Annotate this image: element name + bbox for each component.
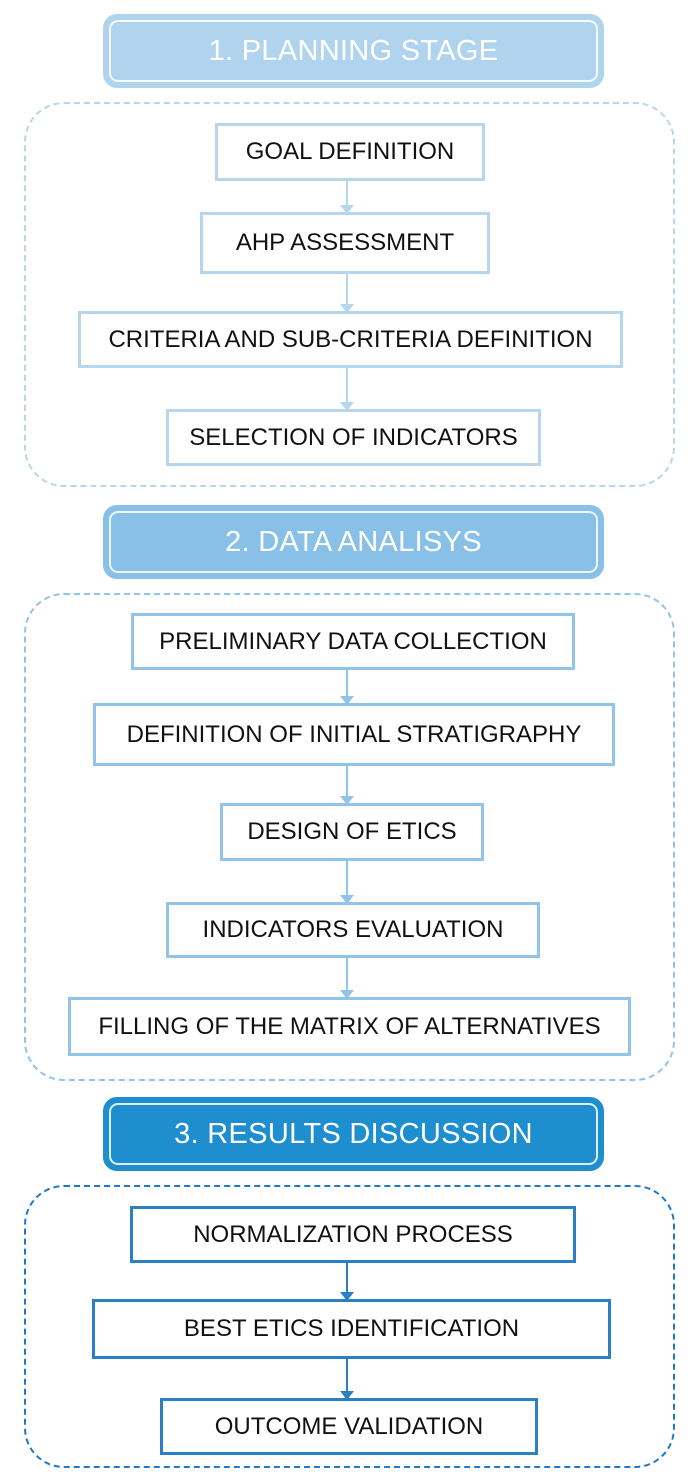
flow-arrow xyxy=(340,1359,354,1400)
step-preliminary-data-collection: PRELIMINARY DATA COLLECTION xyxy=(131,613,575,670)
step-ahp-assessment: AHP ASSESSMENT xyxy=(200,212,490,274)
stage-2-title: 2. DATA ANALISYS xyxy=(225,525,482,558)
flow-arrow xyxy=(340,958,354,999)
step-design-of-etics: DESIGN OF ETICS xyxy=(220,803,484,861)
stage-1-group xyxy=(24,102,675,487)
step-criteria-definition: CRITERIA AND SUB-CRITERIA DEFINITION xyxy=(78,311,623,368)
step-outcome-validation: OUTCOME VALIDATION xyxy=(160,1398,538,1455)
step-goal-definition: GOAL DEFINITION xyxy=(215,123,485,181)
flow-arrow xyxy=(340,861,354,904)
flow-arrow xyxy=(340,1263,354,1301)
stage-2-group xyxy=(24,593,675,1081)
stage-2-header: 2. DATA ANALISYS xyxy=(103,505,604,579)
stage-3-title: 3. RESULTS DISCUSSION xyxy=(174,1117,533,1150)
flow-arrow xyxy=(340,368,354,411)
step-initial-stratigraphy: DEFINITION OF INITIAL STRATIGRAPHY xyxy=(93,703,615,766)
step-normalization-process: NORMALIZATION PROCESS xyxy=(130,1206,576,1263)
flow-arrow xyxy=(340,670,354,705)
step-best-etics-identification: BEST ETICS IDENTIFICATION xyxy=(92,1299,611,1359)
stage-1-header: 1. PLANNING STAGE xyxy=(103,14,604,88)
step-matrix-of-alternatives: FILLING OF THE MATRIX OF ALTERNATIVES xyxy=(68,997,631,1056)
stage-3-group xyxy=(24,1185,675,1468)
flow-arrow xyxy=(340,274,354,313)
flow-arrow xyxy=(340,766,354,805)
step-selection-of-indicators: SELECTION OF INDICATORS xyxy=(166,409,541,466)
flow-arrow xyxy=(340,181,354,214)
stage-1-title: 1. PLANNING STAGE xyxy=(208,34,499,67)
stage-3-header: 3. RESULTS DISCUSSION xyxy=(103,1097,604,1171)
step-indicators-evaluation: INDICATORS EVALUATION xyxy=(166,902,540,958)
